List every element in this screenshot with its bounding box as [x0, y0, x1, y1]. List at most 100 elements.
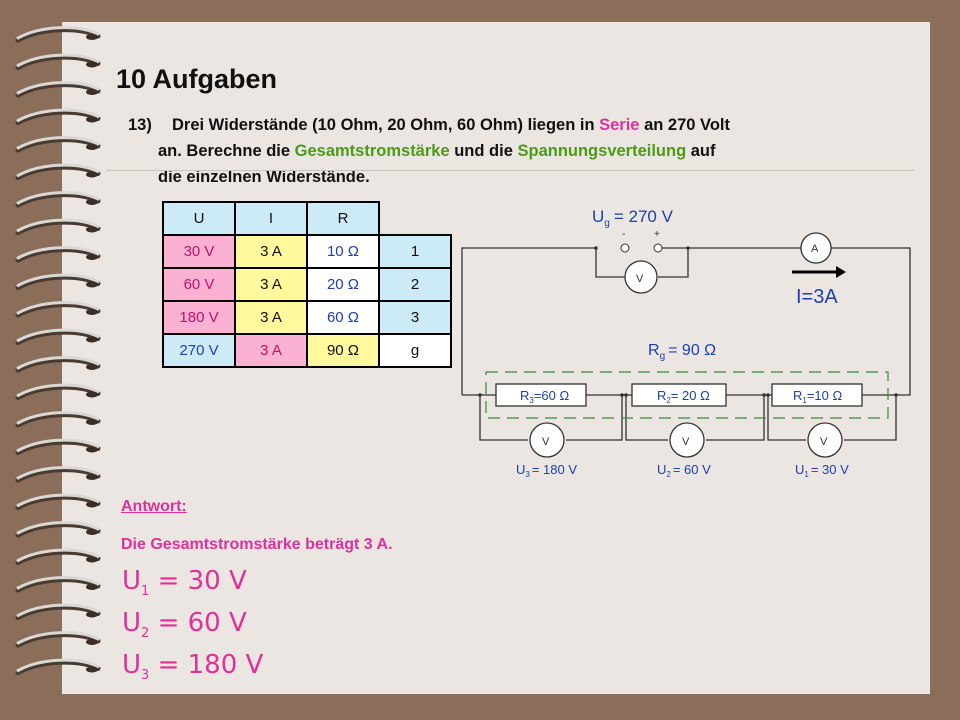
- spiral-ring: [16, 356, 100, 370]
- spiral-ring: [15, 384, 101, 400]
- keyword-spannungsverteilung: Spannungsverteilung: [517, 142, 687, 160]
- cell-u: 180 V: [162, 300, 236, 335]
- cell-u: 30 V: [162, 234, 236, 269]
- cell-i: 3 A: [234, 234, 308, 269]
- spiral-hole: [86, 639, 98, 645]
- equation-u2: U2 = 60 V: [122, 608, 247, 642]
- divider: [106, 170, 914, 171]
- spiral-ring: [15, 412, 101, 428]
- header-u: U: [162, 201, 236, 236]
- keyword-gesamtstromstaerke: Gesamtstromstärke: [294, 142, 450, 160]
- spiral-ring: [16, 218, 100, 232]
- svg-text:V: V: [682, 436, 690, 448]
- ammeter-icon: [800, 232, 832, 264]
- spiral-ring: [15, 164, 101, 180]
- equation-u1: U1 = 30 V: [122, 566, 247, 600]
- spiral-ring: [15, 27, 101, 43]
- equation-u3: U3 = 180 V: [122, 650, 264, 684]
- spiral-hole: [86, 254, 98, 260]
- u2-label: U2= 60 V: [657, 462, 711, 479]
- spiral-ring: [15, 604, 101, 620]
- u3-label: U3= 180 V: [516, 462, 577, 479]
- task-line-3: die einzelnen Widerstände.: [158, 168, 370, 186]
- spiral-ring: [15, 632, 101, 648]
- spiral-hole: [86, 446, 98, 453]
- spiral-binding: [15, 26, 101, 675]
- spiral-ring: [16, 411, 100, 425]
- svg-text:V: V: [820, 436, 828, 448]
- spiral-ring: [15, 82, 101, 98]
- spiral-ring: [15, 192, 101, 208]
- spiral-hole: [86, 61, 98, 68]
- spiral-ring: [16, 26, 100, 40]
- answer-label: Antwort:: [121, 498, 187, 515]
- answer-text: Die Gesamtstromstärke beträgt 3 A.: [121, 536, 393, 553]
- header-i: I: [234, 201, 308, 236]
- spiral-ring: [15, 467, 101, 483]
- table-header-row: U I R: [162, 201, 451, 236]
- voltmeter-u3-icon: [529, 422, 565, 458]
- cell-i: 3 A: [234, 267, 308, 302]
- spiral-ring: [16, 328, 100, 342]
- voltmeter-u1-icon: [807, 422, 843, 458]
- u1-label: U1= 30 V: [795, 462, 849, 479]
- spiral-hole: [86, 501, 98, 508]
- spiral-ring: [15, 659, 101, 675]
- spiral-hole: [86, 556, 98, 563]
- cell-label: 1: [378, 234, 452, 269]
- r2-label: R2= 20 Ω: [657, 388, 710, 405]
- spiral-ring: [16, 438, 100, 452]
- spiral-hole: [86, 419, 98, 425]
- voltmeter-label: V: [636, 273, 644, 285]
- spiral-ring: [16, 301, 100, 315]
- table-row: 270 V 3 A 90 Ω g: [162, 333, 452, 368]
- terminal-minus: [620, 243, 630, 253]
- spiral-ring: [15, 137, 101, 153]
- spiral-ring: [15, 494, 101, 510]
- spiral-hole: [86, 529, 98, 535]
- current-arrow-head: [836, 266, 846, 278]
- spiral-hole: [86, 309, 98, 315]
- task-text: 13) Drei Widerstände (10 Ohm, 20 Ohm, 60…: [128, 112, 898, 190]
- cell-label: 3: [378, 300, 452, 335]
- spiral-ring: [16, 493, 100, 507]
- spiral-hole: [86, 116, 98, 123]
- terminal-plus: [653, 243, 663, 253]
- r1-label: R1=10 Ω: [793, 388, 843, 405]
- spiral-ring: [16, 631, 100, 645]
- spiral-hole: [86, 391, 98, 398]
- svg-text:V: V: [542, 436, 550, 448]
- voltmeter-u2-icon: [669, 422, 705, 458]
- cell-i: 3 A: [234, 333, 308, 368]
- cell-r: 60 Ω: [306, 300, 380, 335]
- spiral-ring: [16, 81, 100, 95]
- plus-sign: +: [654, 229, 660, 240]
- spiral-ring: [16, 163, 100, 177]
- table-row: 30 V 3 A 10 Ω 1: [162, 234, 452, 269]
- spiral-hole: [86, 474, 98, 480]
- spiral-hole: [86, 171, 98, 178]
- spiral-ring: [15, 329, 101, 345]
- spiral-hole: [86, 364, 98, 370]
- task-line-2: an. Berechne die Gesamtstromstärke und d…: [158, 142, 716, 160]
- spiral-ring: [16, 53, 100, 67]
- spiral-ring: [15, 219, 101, 235]
- spiral-hole: [86, 611, 98, 618]
- spiral-hole: [86, 226, 98, 233]
- spiral-ring: [16, 191, 100, 205]
- keyword-serie: Serie: [599, 116, 640, 134]
- resistor-r2: [631, 383, 727, 407]
- wire: [461, 247, 596, 395]
- spiral-ring: [16, 383, 100, 397]
- spiral-hole: [86, 34, 98, 40]
- cell-r: 20 Ω: [306, 267, 380, 302]
- spiral-ring: [16, 576, 100, 590]
- spiral-ring: [15, 302, 101, 318]
- cell-r: 90 Ω: [306, 333, 380, 368]
- spiral-ring: [16, 136, 100, 150]
- task-number: 13): [128, 116, 152, 134]
- spiral-hole: [86, 89, 98, 95]
- wire: [658, 247, 911, 396]
- current-label: I=3A: [796, 286, 838, 308]
